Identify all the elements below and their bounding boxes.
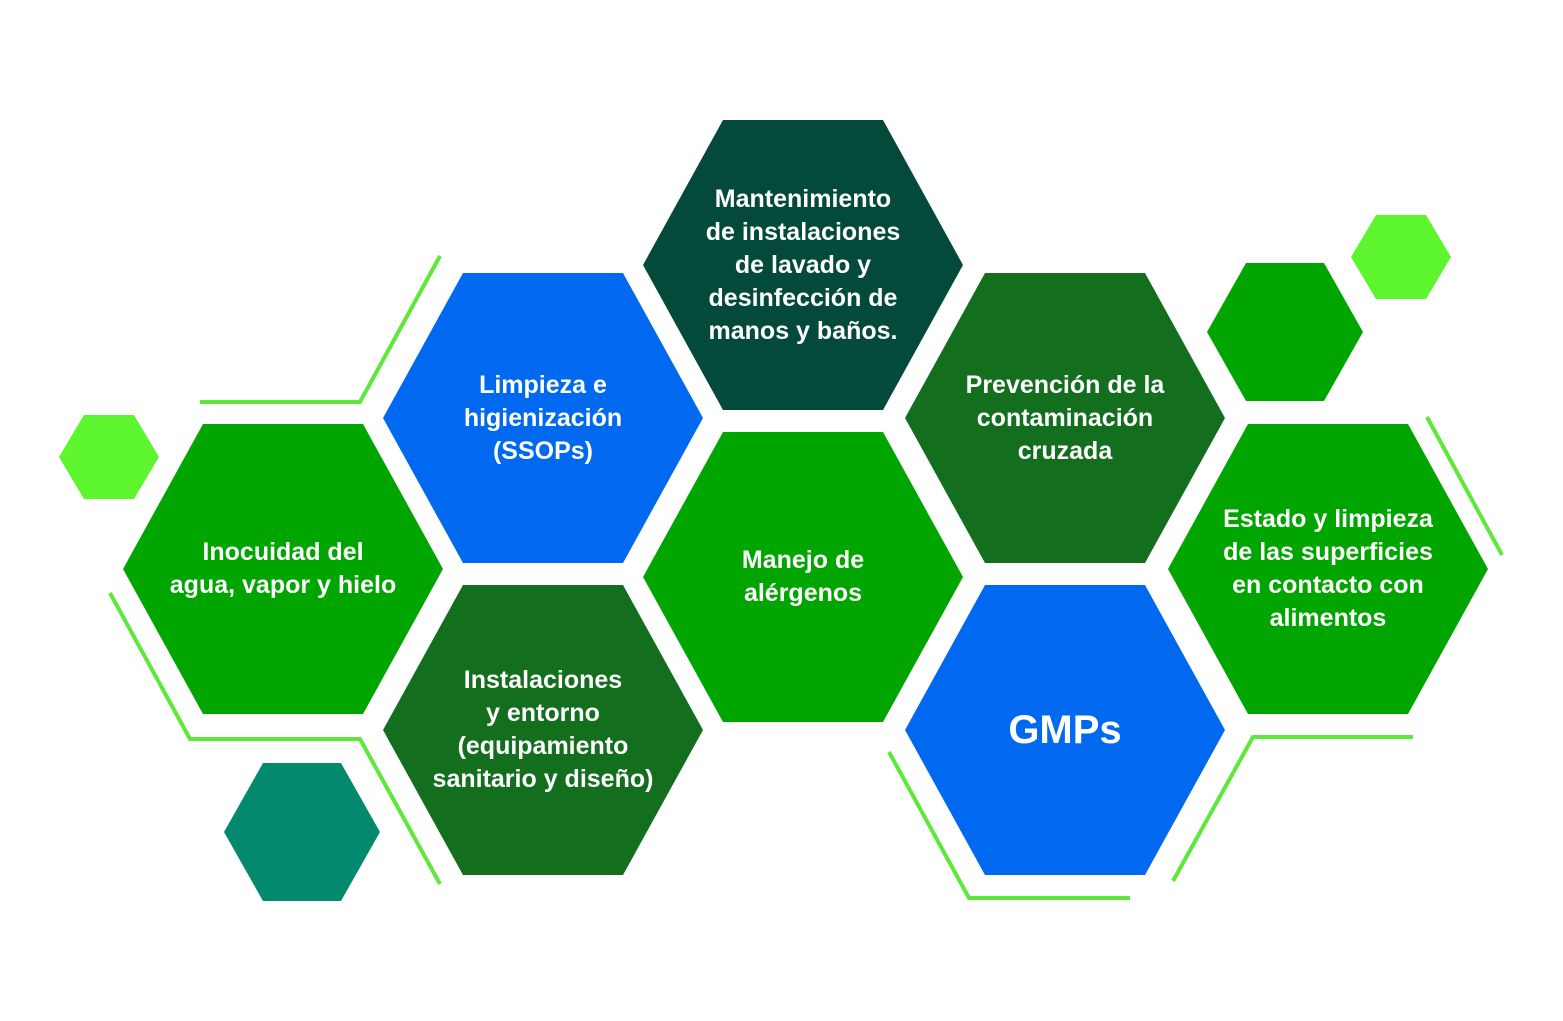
decorative-lines [108,255,1504,900]
hexagon-limpieza [383,273,703,563]
hexagon-prevencion [905,273,1225,563]
deco-line-bottom-left [108,592,442,885]
deco-hexagon-teal [224,763,380,901]
main-hexagons [123,120,1488,875]
deco-hexagon-lime-right [1351,215,1451,299]
deco-hexagon-green-right [1207,263,1363,401]
hexagon-inocuidad [123,424,443,714]
hexagon-instalaciones [383,585,703,875]
deco-line-right [1425,416,1504,556]
deco-hexagon-lime-left [59,415,159,499]
hexagon-manejo [643,432,963,722]
deco-line-top-left [200,255,442,404]
hexagon-estado [1168,424,1488,714]
deco-line-bottom-center [887,751,1130,900]
deco-line-right-bottom [1171,735,1413,882]
hexagon-mantenimiento [643,120,963,410]
decorative-hexagons [59,215,1451,901]
hexagon-gmps [905,585,1225,875]
